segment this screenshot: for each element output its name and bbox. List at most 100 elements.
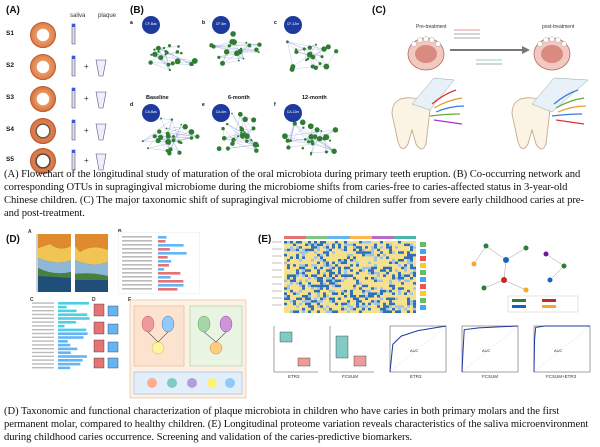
heatmap-cell [395,246,399,249]
heatmap-cell [359,305,363,308]
heatmap-cell [323,253,327,257]
heatmap-cell [302,287,306,290]
heatmap-cell [308,302,312,306]
heatmap-cell [368,259,372,262]
taxa-label-line [122,252,152,254]
dental-arch-icon [30,22,56,48]
network-node [322,136,327,141]
network-node [160,117,163,120]
plus-sign: + [84,156,89,165]
heatmap-cell [302,269,306,272]
heatmap-cell [293,266,297,270]
network-node [315,43,318,46]
heatmap-cell [308,246,312,249]
heatmap-cell [335,300,339,303]
heatmap-cell [395,292,399,296]
heatmap-cell [305,300,309,303]
heatmap-cell [356,259,360,262]
heatmap-cell [383,266,387,270]
heatmap-cell [296,295,300,298]
heatmap-cell [293,274,297,278]
heatmap-cell [335,274,339,278]
taxa-bar [158,276,171,279]
heatmap-cell [353,269,357,272]
heatmap-cell [347,251,351,254]
heatmap-cell [323,300,327,303]
network-edge [218,57,244,59]
heatmap-cell [356,264,360,267]
heatmap-cell [377,246,381,249]
heatmap-cell [407,253,411,257]
heatmap-cell [308,243,312,247]
heatmap-cell [341,241,345,244]
heatmap-cell [311,310,315,314]
heatmap-cell [284,248,288,252]
heatmap-cell [371,282,375,285]
heatmap-cell [293,302,297,306]
heatmap-cell [317,292,321,296]
heatmap-cell [407,292,411,296]
network-edge [287,123,295,141]
heatmap-cell [287,274,291,278]
heatmap-cell [356,248,360,252]
heatmap-cell [344,259,348,262]
heatmap-cell [350,300,354,303]
heatmap-cell [341,251,345,254]
heatmap-cell [362,256,366,260]
heatmap-cell [413,248,417,252]
heatmap-cell [344,297,348,301]
heatmap-cell [380,302,384,306]
heatmap-cell [404,284,408,288]
heatmap-cell [332,302,336,306]
heatmap-cell [383,251,387,254]
heatmap-cell [398,256,402,260]
heatmap-cell [350,297,354,301]
heatmap-cell [284,297,288,301]
heatmap-cell [410,261,414,265]
network-edge [165,51,192,65]
heatmap-cell [383,305,387,308]
heatmap-cell [350,277,354,280]
network-edge [147,131,160,149]
heatmap-cell [329,248,333,252]
heatmap-cell [317,297,321,301]
heatmap-cell [374,287,378,290]
heatmap-cell [302,241,306,244]
heatmap-cell [350,269,354,272]
heatmap-cell [344,292,348,296]
heatmap-cell [332,300,336,303]
network-corner-label: f [274,102,276,108]
heatmap-cell [302,292,306,296]
taxa-label-line [122,280,152,282]
heatmap-cell [395,307,399,311]
taxa-bar [158,280,184,283]
heatmap-cell [371,243,375,247]
heatmap-cell [377,259,381,262]
lefse-label-line [32,332,54,335]
lefse-bar-chart [32,302,90,370]
heatmap-cell [296,251,300,254]
heatmap-cell [389,289,393,293]
heatmap-annotation [420,305,426,310]
network-node [171,138,176,142]
heatmap-cell [299,277,303,280]
heatmap-cell [287,297,291,301]
heatmap-cell [392,243,396,247]
heatmap-cell [305,310,309,314]
panel-b-label: (B) [130,5,144,16]
heatmap-cell [398,287,402,290]
network-edge [142,126,186,142]
heatmap-cell [335,264,339,267]
heatmap-cell [359,274,363,278]
heatmap-cell [383,243,387,247]
heatmap-cell [359,289,363,293]
heatmap-cell [401,295,405,298]
heatmap-cell [305,261,309,265]
heatmap-cell [350,282,354,285]
heatmap-cell [395,253,399,257]
heatmap-group-bar [394,236,416,239]
heatmap-cell [353,243,357,247]
heatmap-cell [344,264,348,267]
heatmap-cell [290,256,294,260]
network-node [289,139,292,143]
